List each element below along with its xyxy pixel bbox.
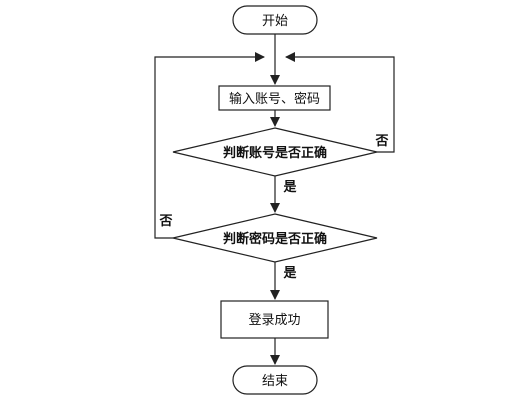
password-no-label: 否	[158, 214, 172, 229]
check-password-label: 判断密码是否正确	[223, 231, 327, 247]
account-no-label: 否	[374, 134, 388, 149]
start-node: 开始	[232, 5, 318, 35]
check-account-label: 判断账号是否正确	[223, 145, 327, 161]
check-password-node: 判断密码是否正确	[172, 213, 378, 263]
start-label: 开始	[262, 14, 288, 29]
input-node: 输入账号、密码	[218, 85, 331, 111]
success-node: 登录成功	[220, 300, 329, 339]
edge-account-no-loop	[285, 52, 395, 153]
password-yes-label: 是	[282, 266, 297, 281]
input-label: 输入账号、密码	[229, 91, 320, 107]
check-account-node: 判断账号是否正确	[172, 127, 378, 177]
account-yes-label: 是	[282, 180, 297, 195]
success-label: 登录成功	[248, 313, 300, 328]
end-node: 结束	[232, 365, 318, 395]
edge-password-no-loop	[154, 52, 265, 239]
end-label: 结束	[262, 374, 288, 389]
